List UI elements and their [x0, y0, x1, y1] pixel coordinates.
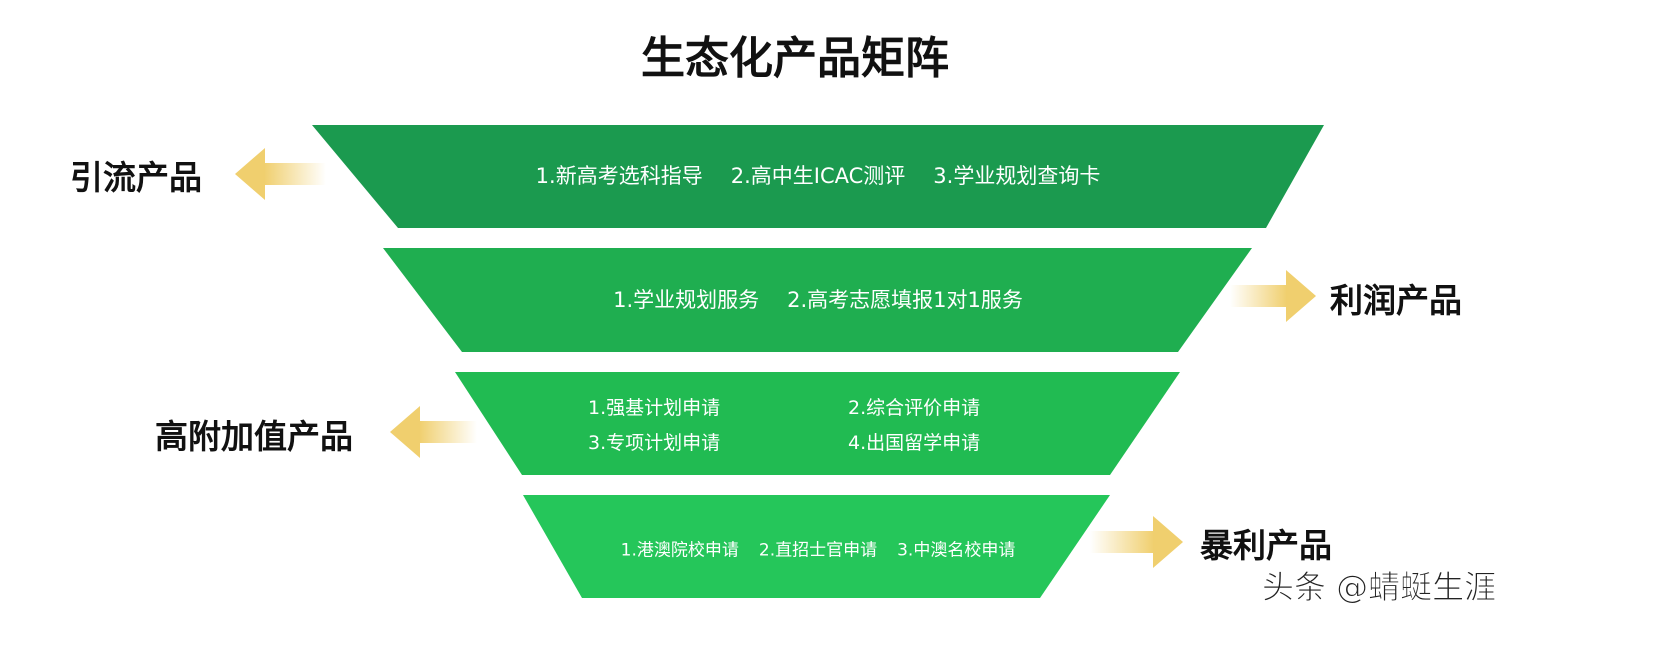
item: 1.强基计划申请 — [588, 397, 721, 419]
diagram-title: 生态化产品矩阵 — [641, 33, 949, 84]
layer-4-items: 1.港澳院校申请 2.直招士官申请 3.中澳名校申请 — [611, 536, 1026, 561]
item: 2.高中生ICAC测评 — [730, 164, 906, 188]
layer-3-items: 1.强基计划申请 2.综合评价申请 3.专项计划申请 4.出国留学申请 — [588, 393, 1048, 455]
funnel-layer-3 — [455, 372, 1180, 475]
arrow-left-icon — [235, 148, 326, 200]
item: 3.专项计划申请 — [588, 432, 721, 454]
item: 1.新高考选科指导 — [535, 164, 703, 188]
arrow-right-icon — [1090, 516, 1183, 568]
layer-1-items: 1.新高考选科指导 2.高中生ICAC测评 3.学业规划查询卡 — [522, 160, 1115, 190]
label-high-profit-products: 暴利产品 — [1200, 526, 1332, 565]
arrow-right-icon — [1230, 270, 1316, 322]
item: 2.直招士官申请 — [758, 540, 878, 561]
arrow-left-icon — [390, 406, 477, 458]
item: 1.学业规划服务 — [613, 288, 760, 312]
item: 2.综合评价申请 — [848, 397, 981, 419]
item: 3.学业规划查询卡 — [933, 164, 1101, 188]
funnel-layer-4 — [523, 495, 1110, 598]
label-profit-products: 利润产品 — [1330, 281, 1462, 320]
funnel-layer-2 — [383, 248, 1252, 352]
funnel-layer-1 — [312, 125, 1324, 228]
item: 2.高考志愿填报1对1服务 — [787, 288, 1023, 312]
label-value-added-products: 高附加值产品 — [155, 417, 353, 456]
item: 1.港澳院校申请 — [620, 540, 739, 561]
item: 3.中澳名校申请 — [897, 540, 1016, 561]
item: 4.出国留学申请 — [848, 432, 981, 454]
label-traffic-products: 引流产品 — [70, 158, 202, 197]
layer-2-items: 1.学业规划服务 2.高考志愿填报1对1服务 — [599, 284, 1037, 314]
watermark: 头条 @蜻蜓生涯 — [1261, 568, 1497, 607]
